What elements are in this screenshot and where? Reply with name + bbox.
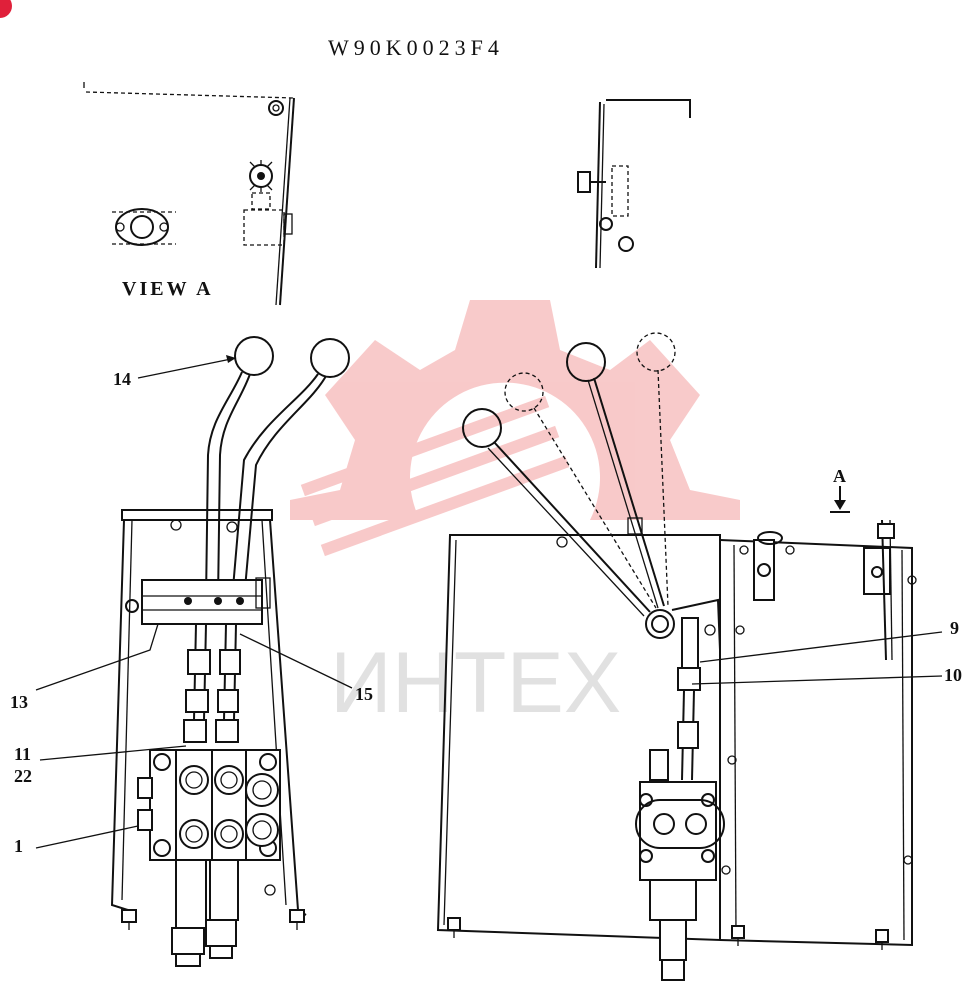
lever-knob-right bbox=[310, 338, 350, 378]
view-a-arrow-label: A bbox=[833, 466, 846, 486]
lever-knob-left bbox=[234, 336, 274, 376]
gear-watermark-icon bbox=[290, 300, 740, 557]
callout-1: 1 bbox=[14, 836, 23, 856]
corner-badge bbox=[0, 0, 12, 18]
drawing-number: W90K0023F4 bbox=[328, 35, 504, 60]
leader-lines bbox=[35, 355, 943, 849]
callout-9: 9 bbox=[950, 618, 959, 638]
callout-22: 22 bbox=[14, 766, 32, 786]
view-a-label: VIEW A bbox=[122, 278, 214, 300]
control-valve-side-view bbox=[436, 332, 917, 981]
lever-knob-side-phantom-2 bbox=[636, 332, 676, 372]
lever-knob-side-phantom-1 bbox=[504, 372, 544, 412]
callout-15: 15 bbox=[355, 684, 373, 704]
watermark-text: ИНТЕХ bbox=[330, 635, 621, 731]
callout-10: 10 bbox=[944, 665, 962, 685]
callout-11: 11 bbox=[14, 744, 31, 764]
callout-13: 13 bbox=[10, 692, 28, 712]
control-valve-front-view bbox=[110, 336, 350, 967]
lever-knob-side-1 bbox=[462, 408, 502, 448]
lever-knob-side-2 bbox=[566, 342, 606, 382]
side-detail bbox=[577, 99, 691, 269]
callout-14: 14 bbox=[113, 369, 131, 389]
view-a-detail bbox=[83, 82, 295, 306]
